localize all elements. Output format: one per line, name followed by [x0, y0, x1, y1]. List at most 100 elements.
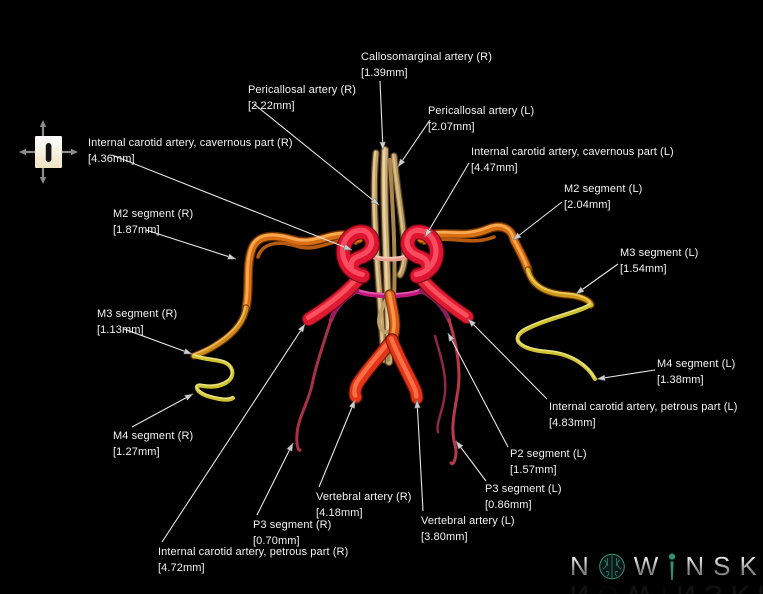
- label-diameter: [1.38mm]: [657, 374, 704, 386]
- artery-m4-left: [515, 302, 597, 381]
- logo-letter: K: [739, 550, 758, 581]
- logo-letter: N: [677, 580, 697, 594]
- label-vertebral-l[interactable]: Vertebral artery (L) [3.80mm]: [421, 513, 515, 545]
- label-name: P3 segment (L): [485, 483, 562, 495]
- leader-line-p3-r: [256, 442, 294, 516]
- leader-line-p2-l: [447, 332, 509, 448]
- logo-letter: S: [713, 550, 732, 581]
- leader-arrowhead-p3-l: [455, 440, 464, 450]
- label-name: P3 segment (R): [253, 519, 332, 531]
- label-name: Internal carotid artery, cavernous part …: [471, 146, 674, 158]
- label-name: Callosomarginal artery (R): [361, 51, 492, 63]
- label-diameter: [4.18mm]: [316, 507, 363, 519]
- artery-p2-left-strand: [433, 334, 447, 434]
- leader-line-m2-r: [145, 229, 237, 260]
- label-diameter: [3.80mm]: [421, 531, 468, 543]
- brain-icon: [598, 553, 625, 580]
- logo-letter: N: [570, 580, 590, 594]
- leader-line-pericallosal-l: [397, 119, 431, 168]
- leader-arrowhead-m3-l: [575, 286, 585, 295]
- leader-arrowhead-pericallosal-r: [370, 197, 380, 206]
- left-arrow-icon: [19, 148, 26, 156]
- label-name: M2 segment (R): [113, 208, 194, 220]
- leader-line-p3-l: [455, 440, 487, 482]
- down-arrow-icon: [39, 177, 47, 184]
- logo-letter: I: [661, 580, 669, 594]
- nowinski-logo: NWNSKI: [570, 549, 763, 583]
- label-diameter: [1.39mm]: [361, 67, 408, 79]
- label-pericallosal-r[interactable]: Pericallosal artery (R) [2.22mm]: [248, 82, 356, 114]
- artery-group: [190, 145, 597, 466]
- label-diameter: [4.47mm]: [471, 162, 518, 174]
- label-diameter: [0.70mm]: [253, 535, 300, 547]
- label-ica-cavernous-l[interactable]: Internal carotid artery, cavernous part …: [471, 144, 674, 176]
- label-ica-cavernous-r[interactable]: Internal carotid artery, cavernous part …: [88, 135, 293, 167]
- label-p3-r[interactable]: P3 segment (R) [0.70mm]: [253, 517, 331, 549]
- leader-line-group: [111, 80, 656, 543]
- label-name: Pericallosal artery (R): [248, 84, 357, 96]
- label-name: M4 segment (R): [113, 430, 194, 442]
- label-ica-petrous-r[interactable]: Internal carotid artery, petrous part (R…: [158, 544, 348, 576]
- artery-m4-right: [192, 353, 235, 402]
- leader-line-pericallosal-r: [253, 103, 380, 206]
- label-ica-petrous-l[interactable]: Internal carotid artery, petrous part (L…: [549, 399, 738, 431]
- label-name: Pericallosal artery (L): [428, 105, 535, 117]
- leader-line-m4-r: [131, 393, 194, 428]
- label-p3-l[interactable]: P3 segment (L) [0.86mm]: [485, 481, 562, 513]
- label-diameter: [2.07mm]: [428, 121, 475, 133]
- artery-vertebral-right: [348, 333, 399, 404]
- leader-line-ica-petrous-l: [467, 318, 548, 400]
- logo-letter: O: [598, 580, 619, 594]
- leader-arrowhead-m4-l: [596, 374, 606, 381]
- right-arrow-icon: [71, 148, 78, 156]
- label-callosomarginal-r[interactable]: Callosomarginal artery (R) [1.39mm]: [361, 49, 492, 81]
- artery-carotid-siphon-left: [400, 224, 445, 284]
- artery-p3-right-strand: [295, 318, 333, 452]
- artery-m3-left: [524, 266, 595, 309]
- label-name: P2 segment (L): [510, 448, 587, 460]
- leader-arrowhead-m3-r: [183, 348, 193, 355]
- brainstem-i-icon: [669, 553, 676, 580]
- label-vertebral-r[interactable]: Vertebral artery (R)[4.18mm]: [316, 489, 412, 521]
- label-m2-r[interactable]: M2 segment (R) [1.87mm]: [113, 206, 193, 238]
- label-name: Internal carotid artery, cavernous part …: [88, 137, 293, 149]
- artery-m2-left: [416, 222, 533, 275]
- label-pericallosal-l[interactable]: Pericallosal artery (L) [2.07mm]: [428, 103, 534, 135]
- leader-line-ica-cavernous-l: [424, 162, 470, 238]
- label-diameter: [1.87mm]: [113, 224, 160, 236]
- label-diameter: [4.72mm]: [158, 562, 205, 574]
- label-p2-l[interactable]: P2 segment (L)[1.57mm]: [510, 446, 587, 478]
- leader-line-m3-r: [123, 328, 193, 355]
- up-arrow-icon: [39, 120, 47, 127]
- artery-basilar: [384, 289, 401, 346]
- leader-line-m3-l: [575, 263, 619, 295]
- label-name: M3 segment (L): [620, 247, 699, 259]
- leader-line-vertebral-l: [416, 399, 424, 512]
- artery-m3-right: [190, 304, 250, 360]
- label-name: Vertebral artery (L): [421, 515, 515, 527]
- nowinski-logo-reflection: NOWINSKI: [570, 578, 763, 594]
- leader-arrowhead-vertebral-l: [414, 399, 421, 409]
- orientation-marker[interactable]: [16, 117, 82, 187]
- label-m2-l[interactable]: M2 segment (L)[2.04mm]: [564, 181, 642, 213]
- label-diameter: [4.36mm]: [88, 153, 135, 165]
- label-diameter: [1.54mm]: [620, 263, 667, 275]
- label-m4-l[interactable]: M4 segment (L)[1.38mm]: [657, 356, 735, 388]
- label-name: M3 segment (R): [97, 308, 178, 320]
- label-m4-r[interactable]: M4 segment (R)[1.27mm]: [113, 428, 193, 460]
- artery-vertebral-left: [385, 333, 424, 405]
- leader-arrowhead-m4-r: [184, 393, 194, 401]
- label-name: Internal carotid artery, petrous part (R…: [158, 546, 349, 558]
- label-m3-r[interactable]: M3 segment (R)[1.13mm]: [97, 306, 177, 338]
- label-m3-l[interactable]: M3 segment (L) [1.54mm]: [620, 245, 698, 277]
- leader-line-m2-l: [512, 201, 563, 241]
- label-diameter: [2.22mm]: [248, 100, 295, 112]
- label-diameter: [0.86mm]: [485, 499, 532, 511]
- label-diameter: [4.83mm]: [549, 417, 596, 429]
- orientation-axes: [25, 126, 72, 178]
- leader-line-m4-l: [596, 369, 656, 380]
- logo-letter: N: [685, 550, 706, 581]
- leader-arrowhead-p3-r: [286, 442, 294, 452]
